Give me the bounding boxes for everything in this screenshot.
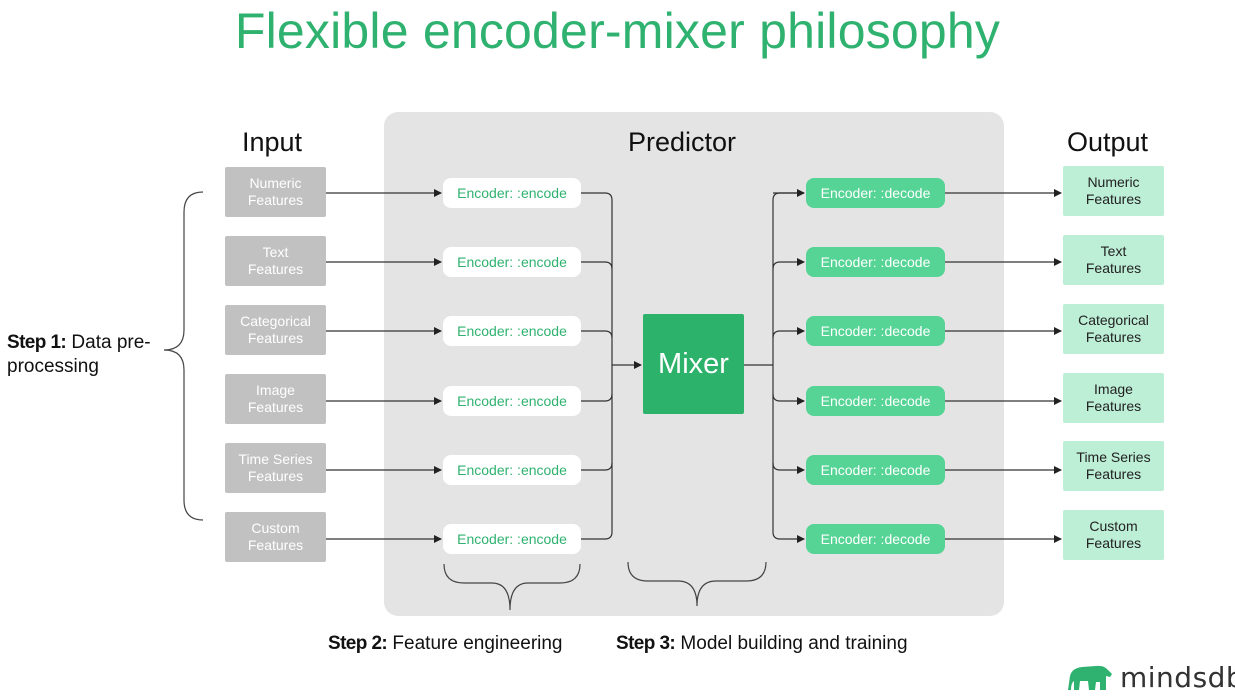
decoder-pill: Encoder: :decode: [806, 455, 945, 485]
step2-text: Feature engineering: [387, 633, 563, 654]
mixer-box: Mixer: [643, 314, 744, 414]
output-heading: Output: [1067, 127, 1149, 157]
input-custom-features: Custom Features: [225, 512, 326, 562]
mindsdb-logo: mindsdb: [1066, 660, 1235, 694]
step2-label: Step 2: Feature engineering: [328, 632, 563, 656]
input-numeric-features: Numeric Features: [225, 167, 326, 217]
step3-label: Step 3: Model building and training: [616, 632, 908, 656]
predictor-heading: Predictor: [628, 127, 737, 157]
encoder-pill: Encoder: :encode: [443, 178, 581, 208]
input-heading: Input: [242, 127, 303, 157]
step3-bold: Step 3:: [616, 633, 676, 654]
step2-brace: [443, 563, 581, 611]
encoder-pill: Encoder: :encode: [443, 455, 581, 485]
encoder-pill: Encoder: :encode: [443, 386, 581, 416]
decoder-pill: Encoder: :decode: [806, 316, 945, 346]
output-numeric-features: Numeric Features: [1063, 166, 1164, 216]
input-image-features: Image Features: [225, 374, 326, 424]
bear-icon: [1068, 665, 1112, 690]
output-custom-features: Custom Features: [1063, 510, 1164, 560]
step3-text: Model building and training: [675, 633, 908, 654]
step1-brace: [163, 191, 204, 521]
encoder-pill: Encoder: :encode: [443, 247, 581, 277]
decoder-pill: Encoder: :decode: [806, 386, 945, 416]
input-time-series-features: Time Series Features: [225, 443, 326, 493]
step2-bold: Step 2:: [328, 633, 388, 654]
logo-text: mindsdb: [1120, 660, 1235, 694]
decoder-pill: Encoder: :decode: [806, 247, 945, 277]
decoder-pill: Encoder: :decode: [806, 178, 945, 208]
step3-brace: [627, 561, 767, 607]
output-time-series-features: Time Series Features: [1063, 441, 1164, 491]
step1-bold: Step 1:: [7, 332, 67, 353]
step1-text-line2: processing: [7, 356, 99, 377]
output-image-features: Image Features: [1063, 373, 1164, 423]
output-categorical-features: Categorical Features: [1063, 304, 1164, 354]
encoder-pill: Encoder: :encode: [443, 316, 581, 346]
encoder-pill: Encoder: :encode: [443, 524, 581, 554]
input-text-features: Text Features: [225, 236, 326, 286]
input-categorical-features: Categorical Features: [225, 305, 326, 355]
step1-text: Data pre-: [66, 332, 151, 353]
page-title: Flexible encoder-mixer philosophy: [234, 3, 1001, 59]
decoder-pill: Encoder: :decode: [806, 524, 945, 554]
step1-label: Step 1: Data pre- processing: [7, 331, 151, 379]
output-text-features: Text Features: [1063, 235, 1164, 285]
